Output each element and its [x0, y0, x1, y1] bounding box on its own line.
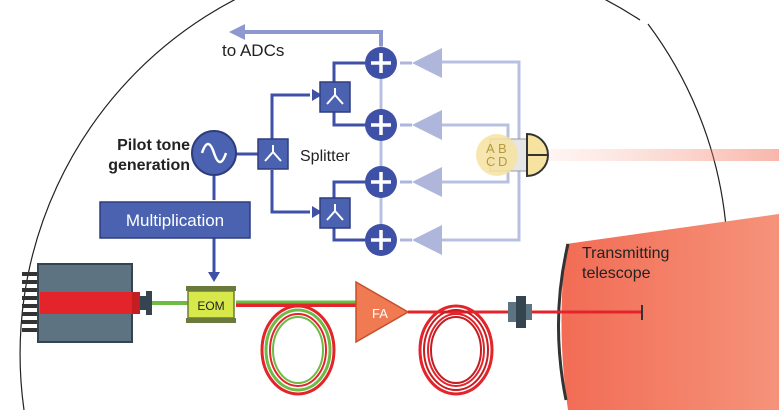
eom-label: EOM: [197, 299, 224, 313]
multiplication-label: Multiplication: [126, 211, 224, 230]
quad-label-b: B: [498, 141, 507, 156]
fiber-spool-1: [260, 304, 336, 396]
telescope-beam: [556, 214, 779, 410]
amp-4: [412, 225, 442, 255]
pilot-tone-label-line2: generation: [108, 157, 190, 174]
amp-3: [412, 167, 442, 197]
amp-1: [412, 48, 442, 78]
eom-modulator: [186, 286, 236, 323]
amplifier-triangles: [412, 48, 442, 255]
splitter-label: Splitter: [300, 148, 350, 165]
telescope-label-line2: telescope: [582, 265, 651, 282]
fa-label: FA: [372, 306, 388, 321]
fiber-amplifier: [355, 280, 410, 344]
multiplication-box: [99, 201, 251, 239]
telescope-label-line1: Transmitting: [582, 245, 669, 262]
pilot-tone-generator: [191, 130, 237, 176]
quadrant-detector: [476, 132, 549, 178]
quad-label-d: D: [498, 154, 507, 169]
fiber-spool-2: [418, 304, 494, 396]
quad-label-a: A: [486, 141, 495, 156]
summer-nodes: [365, 47, 397, 256]
output-collimator: [508, 296, 532, 328]
quad-label-c: C: [486, 154, 495, 169]
splitter-boxes: [257, 81, 351, 229]
signal-wiring: [212, 61, 366, 272]
to-adcs-label: to ADCs: [222, 41, 284, 60]
pilot-tone-label-line1: Pilot tone: [117, 137, 190, 154]
laser-source: [22, 263, 152, 343]
amp-2: [412, 110, 442, 140]
